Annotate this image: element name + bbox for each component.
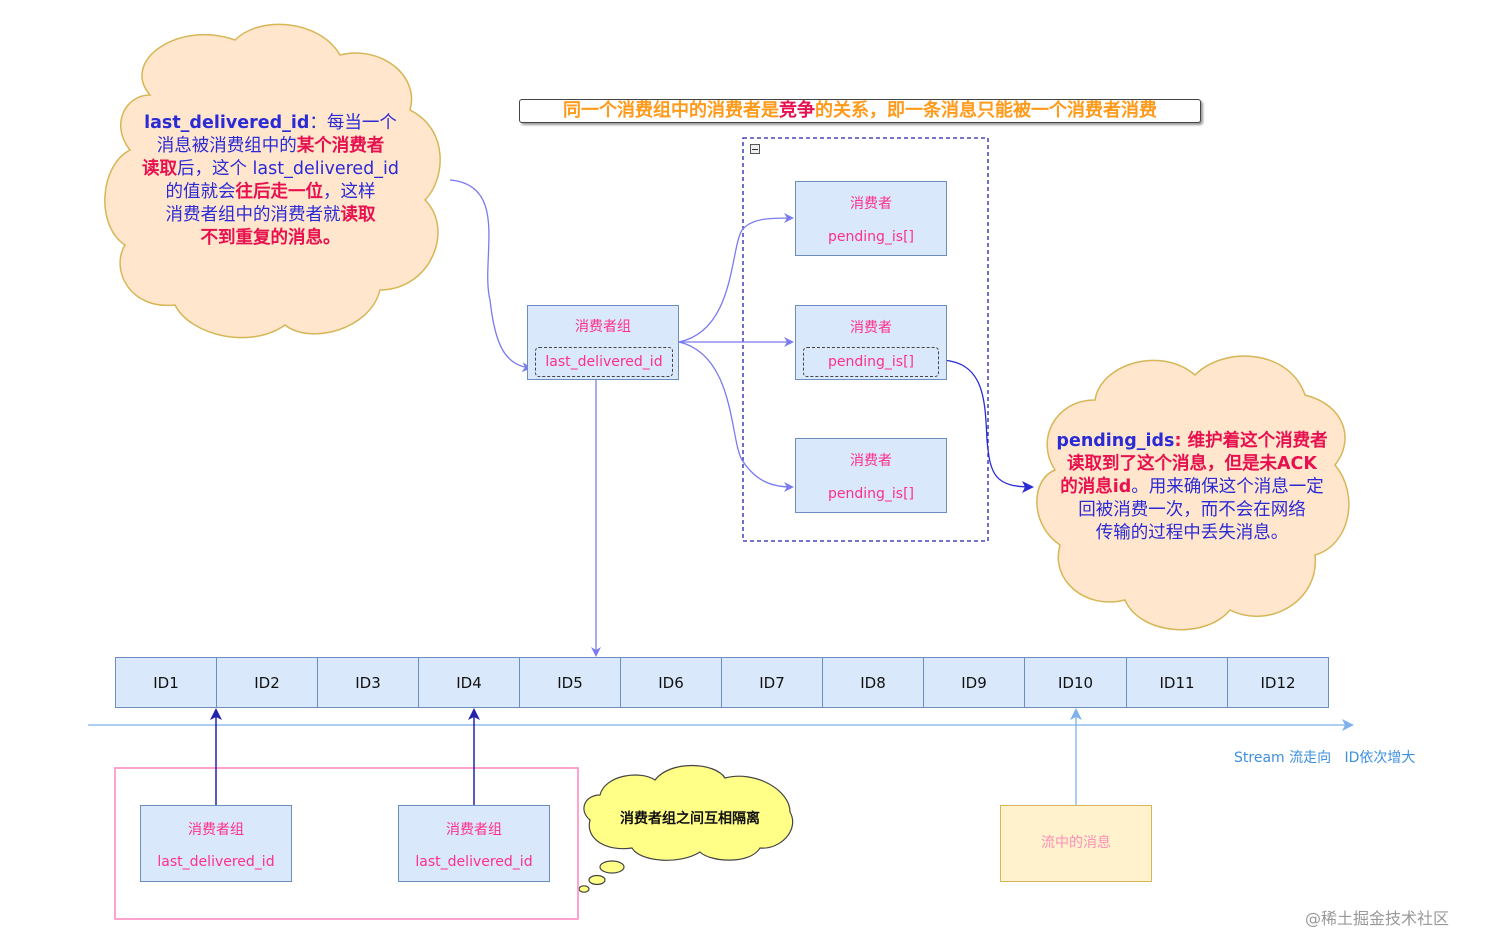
stream-message-box: 流中的消息	[1000, 805, 1152, 882]
thought-bubble-shape	[578, 764, 794, 893]
arrow-cloud-to-group	[449, 179, 532, 373]
watermark: @稀土掘金技术社区	[1305, 909, 1450, 928]
bottom-group-2-field: last_delivered_id	[415, 854, 533, 870]
cloud-left-l1: ：每当一个	[309, 113, 397, 133]
last-delivered-id-key: last_delivered_id	[144, 113, 310, 133]
bottom-consumer-group-1: 消费者组 last_delivered_id	[140, 805, 292, 882]
stream-id-cell: ID2	[216, 657, 318, 708]
thought-bubble-text: 消费者组之间互相隔离	[620, 811, 760, 827]
stream-id-cell: ID7	[721, 657, 823, 708]
bottom-group-2-title: 消费者组	[446, 822, 502, 838]
cloud-right-l3a: 的消息id	[1060, 477, 1132, 497]
isolation-border	[114, 767, 579, 920]
consumer-3: 消费者 pending_is[]	[795, 438, 947, 513]
consumer-3-field: pending_is[]	[827, 486, 915, 502]
left-cloud-shape	[104, 23, 441, 339]
banner-post: 的关系，即一条消息只能被一个消费者消费	[815, 100, 1157, 121]
cloud-left-l2a: 消息被消费组中的	[156, 136, 297, 156]
competition-banner: 同一个消费组中的消费者是竞争的关系，即一条消息只能被一个消费者消费	[519, 99, 1201, 123]
stream-id-cell: ID8	[822, 657, 924, 708]
cloud-right-l4: 回被消费一次，而不会在网络	[1078, 500, 1306, 520]
consumer-1-title: 消费者	[850, 196, 892, 212]
cloud-right-l1: : 维护着这个消费者	[1174, 431, 1328, 451]
consumer-group-title: 消费者组	[575, 319, 631, 335]
right-cloud-shape	[1036, 355, 1350, 631]
consumer-group-main: 消费者组 last_delivered_id	[527, 305, 679, 380]
consumer-2-field: pending_is[]	[803, 347, 939, 377]
consumer-group-field: last_delivered_id	[535, 347, 673, 377]
cloud-right-l5: 传输的过程中丢失消息。	[1095, 523, 1289, 543]
stream-message-label: 流中的消息	[1041, 835, 1111, 851]
cloud-left-l5a: 消费者组中的消费者就	[165, 205, 341, 225]
bottom-consumer-group-2: 消费者组 last_delivered_id	[398, 805, 550, 882]
cloud-left-l4c: ，这样	[323, 182, 376, 202]
stream-id-cell: ID11	[1126, 657, 1228, 708]
consumer-container-border	[742, 137, 989, 542]
cloud-left-l5b: 读取	[340, 205, 376, 225]
cloud-left-l2b: 某个消费者	[296, 136, 385, 156]
bottom-group-1-field: last_delivered_id	[157, 854, 275, 870]
consumer-3-title: 消费者	[850, 453, 892, 469]
left-cloud-text: last_delivered_id：每当一个 消息被消费组中的某个消费者 读取后…	[128, 112, 413, 250]
cloud-left-l6: 不到重复的消息。	[200, 228, 341, 248]
stream-id-cell: ID1	[115, 657, 217, 708]
consumer-1: 消费者 pending_is[]	[795, 181, 947, 256]
stream-id-cell: ID4	[418, 657, 520, 708]
cloud-left-l4b: 往后走一位	[235, 182, 324, 202]
stream-id-cell: ID6	[620, 657, 722, 708]
cloud-right-l3b: 。用来确保这个消息一定	[1131, 477, 1324, 497]
arrow-group-to-consumer-3	[678, 341, 794, 492]
consumer-2: 消费者 pending_is[]	[795, 305, 947, 380]
cloud-left-l3b: 后，这个 last_delivered_id	[176, 159, 399, 179]
stream-id-cell: ID10	[1024, 657, 1127, 708]
stream-id-cell: ID5	[519, 657, 621, 708]
axis-label: Stream 流走向 ID依次增大	[1234, 750, 1416, 766]
stream-id-cell: ID12	[1227, 657, 1329, 708]
arrow-pending-to-cloud	[937, 359, 1034, 493]
right-cloud-text: pending_ids: 维护着这个消费者 读取到了这个消息，但是未ACK 的消…	[1046, 430, 1338, 545]
cloud-left-l4a: 的值就会	[165, 182, 236, 202]
banner-emph: 竞争	[779, 100, 815, 121]
minus-square-icon[interactable]	[750, 144, 760, 154]
banner-pre: 同一个消费组中的消费者是	[563, 100, 779, 121]
cloud-right-l2: 读取到了这个消息，但是未ACK	[1067, 454, 1317, 474]
consumer-2-title: 消费者	[850, 320, 892, 336]
cloud-left-l3a: 读取	[141, 159, 177, 179]
stream-id-cell: ID3	[317, 657, 419, 708]
bottom-group-1-title: 消费者组	[188, 822, 244, 838]
stream-id-cell: ID9	[923, 657, 1025, 708]
arrow-group-to-consumer-1	[678, 213, 794, 343]
consumer-1-field: pending_is[]	[827, 229, 915, 245]
pending-ids-key: pending_ids	[1056, 431, 1175, 451]
